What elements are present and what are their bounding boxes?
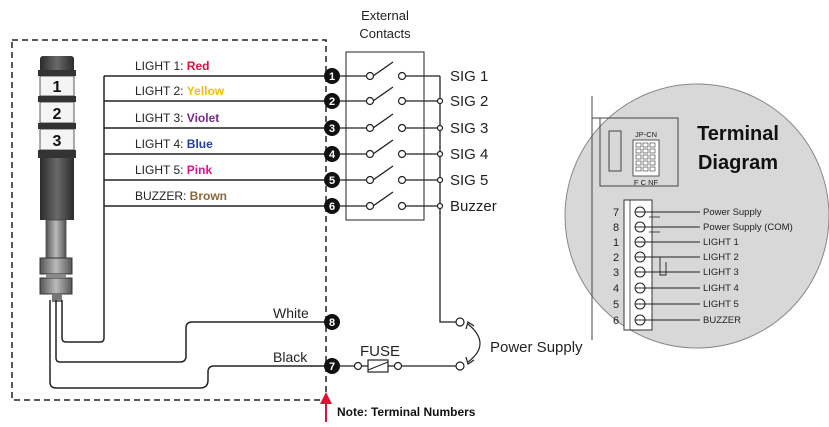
sig-label-2: SIG 2 xyxy=(450,93,488,110)
terminal-number-1: 1 xyxy=(613,237,619,249)
wire-label-light-2-prefix: LIGHT 2: xyxy=(135,84,187,98)
tower-wires xyxy=(49,75,326,389)
terminal-label-power-supply-com: Power Supply (COM) xyxy=(703,222,793,233)
fuse-label: FUSE xyxy=(360,343,400,360)
tower-tier-1-label: 1 xyxy=(53,79,62,96)
wire-label-buzzer: BUZZER: Brown xyxy=(135,189,227,203)
jumper-pins xyxy=(635,142,656,172)
terminal-marker-7-label: 7 xyxy=(329,361,335,373)
board-slot xyxy=(608,130,622,172)
external-contacts-title-line1: External xyxy=(361,8,409,23)
terminal-number-3: 3 xyxy=(613,267,619,279)
wire-label-light-4: LIGHT 4: Blue xyxy=(135,137,213,151)
tower-tier-3-label: 3 xyxy=(53,133,62,150)
terminal-markers: 1 2 3 4 5 6 8 7 xyxy=(324,68,340,374)
tower-tier-2: 2 xyxy=(39,101,75,124)
terminal-diagram: JP-CN F C NF Terminal Diagram xyxy=(564,83,829,349)
tower-tier-3: 3 xyxy=(39,128,75,151)
terminal-label-light-5: LIGHT 5 xyxy=(703,299,739,310)
terminal-marker-6: 6 xyxy=(324,198,340,214)
terminal-marker-8-label: 8 xyxy=(329,317,335,329)
terminal-diagram-title-line2: Diagram xyxy=(698,152,778,174)
terminal-number-2: 2 xyxy=(613,252,619,264)
wire-label-light-5-color: Pink xyxy=(187,163,213,177)
terminal-marker-2-label: 2 xyxy=(329,96,335,108)
terminal-marker-4-label: 4 xyxy=(329,149,336,161)
terminal-number-6: 6 xyxy=(613,315,619,327)
sig-label-buzzer: Buzzer xyxy=(450,198,497,215)
terminal-marker-8: 8 xyxy=(324,314,340,330)
terminal-numbers: 7 8 1 2 3 4 5 6 xyxy=(613,207,619,327)
external-contacts-title-line2: Contacts xyxy=(359,26,411,41)
wire-label-light-4-color: Blue xyxy=(187,137,213,151)
terminal-marker-5-label: 5 xyxy=(329,175,335,187)
power-supply-terminals xyxy=(455,317,481,371)
wire-label-light-1-color: Red xyxy=(187,59,210,73)
external-contacts-box xyxy=(345,51,425,221)
tower-tier-2-label: 2 xyxy=(53,106,62,123)
terminal-marker-3-label: 3 xyxy=(329,123,335,135)
terminal-label-light-1: LIGHT 1 xyxy=(703,237,739,248)
jumper-label: JP-CN xyxy=(635,130,657,139)
terminal-number-5: 5 xyxy=(613,299,619,311)
black-wire-label: Black xyxy=(273,349,308,365)
terminal-number-7: 7 xyxy=(613,207,619,219)
terminal-board-outline xyxy=(591,96,679,340)
signal-tower xyxy=(38,56,76,302)
wire-label-light-1: LIGHT 1: Red xyxy=(135,59,209,73)
jumper-pin-labels: F C NF xyxy=(634,178,659,187)
wire-label-light-2-color: Yellow xyxy=(187,84,225,98)
terminal-marker-4: 4 xyxy=(324,146,340,162)
wire-label-buzzer-prefix: BUZZER: xyxy=(135,189,190,203)
sig-label-5: SIG 5 xyxy=(450,172,488,189)
fuse xyxy=(353,359,403,373)
terminal-screws xyxy=(634,206,646,326)
terminal-marker-5: 5 xyxy=(324,172,340,188)
terminal-marker-2: 2 xyxy=(324,93,340,109)
terminal-label-light-2: LIGHT 2 xyxy=(703,252,739,263)
terminal-label-power-supply: Power Supply xyxy=(703,207,762,218)
wire-label-light-3: LIGHT 3: Violet xyxy=(135,111,219,125)
power-supply-label: Power Supply xyxy=(490,339,583,356)
terminal-marker-1: 1 xyxy=(324,68,340,84)
terminal-label-light-4: LIGHT 4 xyxy=(703,283,739,294)
wire-label-light-3-color: Violet xyxy=(187,111,219,125)
terminal-diagram-title-line1: Terminal xyxy=(697,123,779,145)
wire-label-light-4-prefix: LIGHT 4: xyxy=(135,137,187,151)
white-wire-label: White xyxy=(273,305,309,321)
jumper-block xyxy=(632,139,660,177)
terminal-leaders xyxy=(645,211,700,321)
terminal-label-buzzer: BUZZER xyxy=(703,315,741,326)
terminal-marker-1-label: 1 xyxy=(329,71,335,83)
terminal-number-4: 4 xyxy=(613,283,619,295)
wire-label-light-1-prefix: LIGHT 1: xyxy=(135,59,187,73)
terminal-numbers-note: Note: Terminal Numbers xyxy=(337,405,476,419)
sig-label-3: SIG 3 xyxy=(450,120,488,137)
tower-tier-1: 1 xyxy=(39,75,75,97)
note-arrow xyxy=(320,392,332,422)
wire-label-light-3-prefix: LIGHT 3: xyxy=(135,111,187,125)
terminal-labels: Power Supply Power Supply (COM) LIGHT 1 … xyxy=(703,207,793,326)
wire-labels: LIGHT 1: Red LIGHT 2: Yellow LIGHT 3: Vi… xyxy=(135,59,227,203)
terminal-marker-7: 7 xyxy=(324,358,340,374)
contact-terminals xyxy=(365,71,444,211)
terminal-block xyxy=(623,199,653,331)
terminal-marker-6-label: 6 xyxy=(329,201,335,213)
signal-labels: SIG 1 SIG 2 SIG 3 SIG 4 SIG 5 Buzzer xyxy=(450,68,497,215)
wire-label-light-5-prefix: LIGHT 5: xyxy=(135,163,187,177)
sig-label-1: SIG 1 xyxy=(450,68,488,85)
terminal-label-light-3: LIGHT 3 xyxy=(703,267,739,278)
terminal-number-8: 8 xyxy=(613,222,619,234)
terminal-marker-3: 3 xyxy=(324,120,340,136)
wire-label-light-2: LIGHT 2: Yellow xyxy=(135,84,225,98)
wire-label-light-5: LIGHT 5: Pink xyxy=(135,163,212,177)
wire-label-buzzer-color: Brown xyxy=(190,189,227,203)
contact-switches xyxy=(326,61,456,367)
sig-label-4: SIG 4 xyxy=(450,146,488,163)
